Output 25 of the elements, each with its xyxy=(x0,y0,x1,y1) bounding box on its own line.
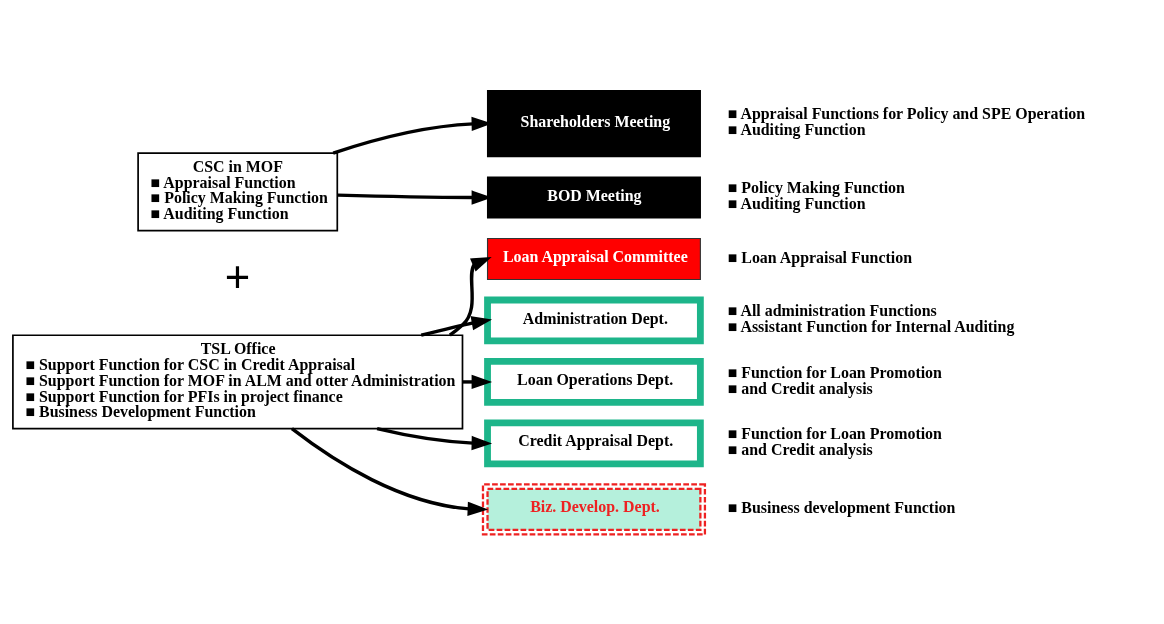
label: + xyxy=(224,251,251,303)
node-box: Credit Appraisal Dept. xyxy=(484,419,704,467)
node-label: ■ Loan Appraisal Function xyxy=(727,248,913,266)
arrow xyxy=(448,256,492,337)
node-box: Loan Appraisal Committee xyxy=(486,237,701,280)
node-label: ■ Assistant Function for Internal Auditing xyxy=(727,317,1015,335)
node-label: ■ Business development Function xyxy=(727,498,956,516)
node-label: ■ Function for Loan Promotion xyxy=(727,424,942,442)
node-label: ■ Policy Making Function xyxy=(727,178,905,196)
arrow xyxy=(420,315,493,337)
node-box: Biz. Develop. Dept. xyxy=(481,482,707,536)
arrow xyxy=(290,426,489,516)
node-box: Loan Operations Dept. xyxy=(484,357,704,406)
node-label: ■ Function for Loan Promotion xyxy=(727,363,942,381)
node-label: ■ and Credit analysis xyxy=(727,379,873,397)
node-box: CSC in MOF ■ Appraisal Function ■ Policy Making Function ■ Auditing Function xyxy=(137,151,339,231)
node-box: BOD Meeting xyxy=(486,176,701,219)
node-box: TSL Office ■ Support Function for CSC in Credit Appraisal ■ Support Function for MOF in ALM and otter Administration ■ Support Function for PFIs in project finance ■ Business Development Function xyxy=(12,333,464,429)
node-label: ■ Appraisal Functions for Policy and SPE Operation xyxy=(727,104,1086,122)
node-box: Shareholders Meeting xyxy=(486,89,701,157)
arrow xyxy=(462,374,493,389)
arrow xyxy=(376,426,493,450)
node-label: ■ All administration Functions xyxy=(727,301,937,319)
node-box: Administration Dept. xyxy=(484,296,704,344)
node-label: ■ and Credit analysis xyxy=(727,440,873,458)
